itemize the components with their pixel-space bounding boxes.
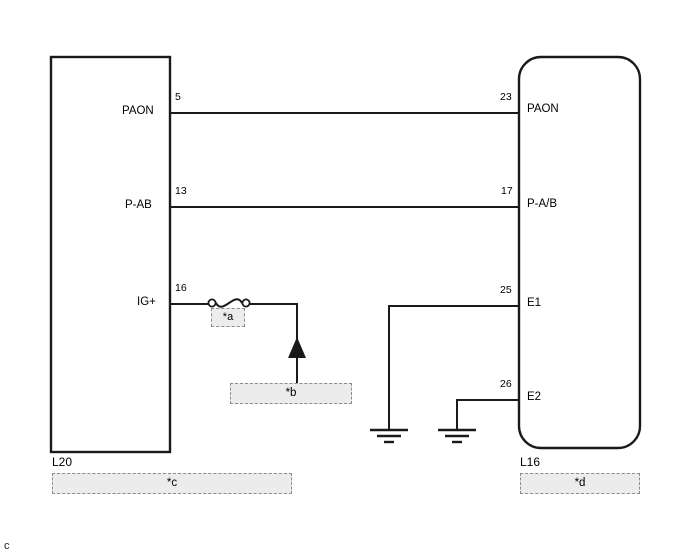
note-box-b: *b [230,383,352,404]
right-pin-number-paon: 23 [500,91,512,103]
right-terminal-label-p-a-b: P-A/B [527,198,558,210]
right-connector-box [517,55,642,450]
right-terminal-label-e1: E1 [527,297,542,309]
note-box-a: *a [211,308,245,327]
left-connector-box [49,55,172,454]
fusible-link-terminal-left [207,298,217,308]
left-pin-number-ig-plus: 16 [175,282,187,294]
wire-e2-ground [456,399,519,430]
left-connector-id: L20 [52,455,73,469]
corner-mark: c [4,540,10,552]
right-connector-id: L16 [520,455,541,469]
note-box-c: *c [52,473,292,494]
power-source-arrow-icon [288,337,306,358]
right-pin-number-e2: 26 [500,378,512,390]
left-pin-number-paon: 5 [175,91,181,103]
left-pin-number-p-ab: 13 [175,185,187,197]
right-pin-number-e1: 25 [500,284,512,296]
right-terminal-label-e2: E2 [527,391,542,403]
left-terminal-label-paon: PAON [122,105,154,117]
fusible-link-curve [215,298,243,308]
right-terminal-label-paon: PAON [527,103,559,115]
left-terminal-label-p-ab: P-AB [125,199,152,211]
fusible-link-terminal-right [241,298,251,308]
note-box-d: *d [520,473,640,494]
left-terminal-label-ig-plus: IG+ [137,296,156,308]
wire-e1-ground [388,305,519,430]
right-pin-number-p-a-b: 17 [501,185,513,197]
